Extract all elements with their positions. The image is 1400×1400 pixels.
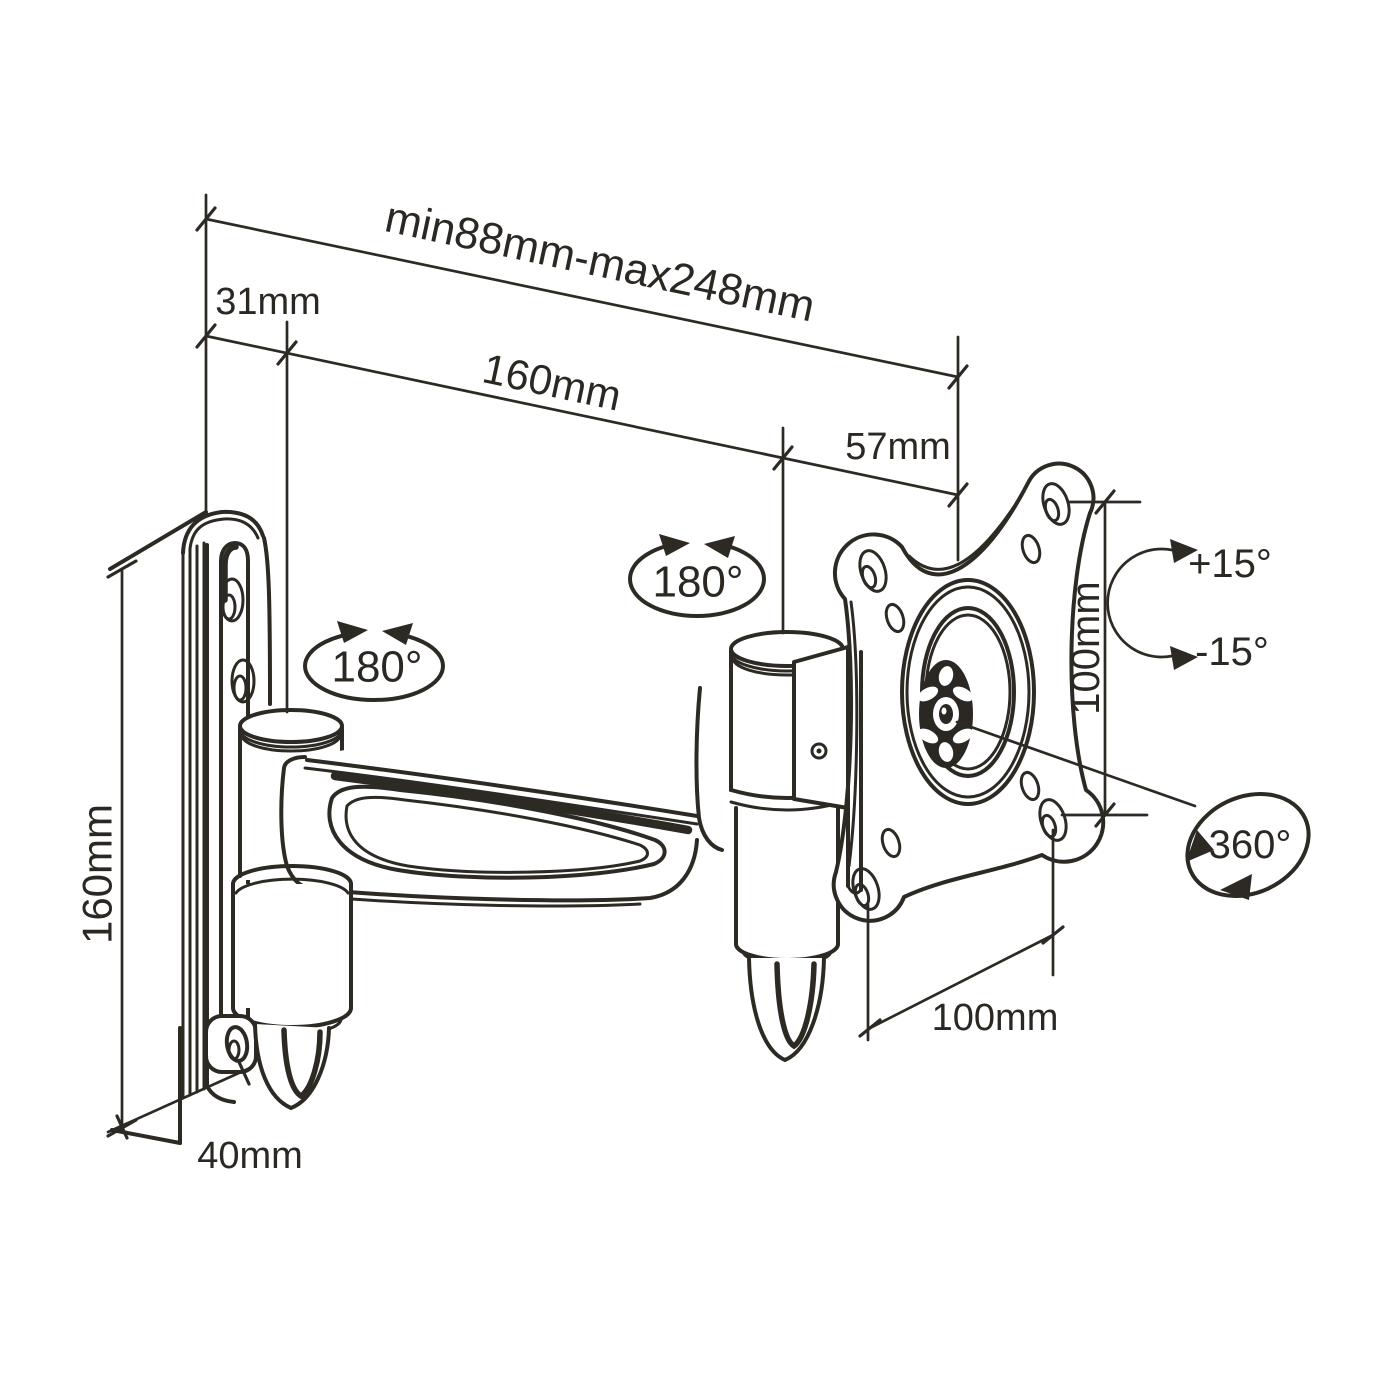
rotate-arrow-bottom-icon	[1220, 874, 1252, 900]
tilt-arrow-up-icon	[1170, 539, 1198, 563]
vesa-hole-small	[1020, 533, 1042, 565]
dim-label-vesa-horizontal: 100mm	[932, 997, 1059, 1039]
rotation-label-360: 360°	[1209, 823, 1292, 867]
vesa-hole-small	[1019, 770, 1041, 802]
tilt-label-down: -15°	[1195, 630, 1269, 674]
pivot-bottom-hook	[253, 1022, 331, 1110]
dimension-chain-31-160-57	[195, 320, 969, 714]
tilt-bracket-edges	[846, 645, 863, 895]
tilt-arc	[1106, 547, 1184, 659]
swivel-annotation-head	[628, 534, 766, 618]
tilt-annotation	[1106, 539, 1198, 670]
swivel-arrow-left-icon	[659, 534, 690, 556]
pivot-tab	[204, 1014, 258, 1074]
swivel-arrow-right-icon	[704, 536, 735, 558]
swivel-arrow-left-icon	[337, 621, 368, 643]
articulating-arm	[279, 686, 724, 908]
vesa-hole-small	[884, 602, 906, 634]
leader-line	[955, 720, 1197, 808]
dim-label-vesa-vertical: 100mm	[1064, 581, 1108, 714]
wall-plate-screw-hole	[230, 658, 256, 704]
tilt-bracket	[792, 645, 850, 810]
head-pivot-hook	[747, 956, 826, 1062]
vesa-hole	[1041, 482, 1071, 526]
wall-plate-screw-hole	[219, 577, 245, 623]
vesa-hole-small	[880, 827, 902, 859]
wall-pivot-cap	[238, 708, 344, 753]
swivel-label-wall: 180°	[331, 643, 422, 692]
rotation-annotation-360	[955, 720, 1311, 900]
dimension-vesa-horizontal	[858, 828, 1065, 1042]
tilt-label-up: +15°	[1188, 542, 1272, 586]
vesa-hole	[858, 549, 888, 593]
dimension-vesa-vertical	[1060, 489, 1149, 828]
rotation-ellipse-icon	[1185, 791, 1311, 899]
vesa-hub	[917, 660, 974, 768]
dim-label-extension-range: min88mm-max248mm	[381, 193, 819, 332]
dim-label-plate-height: 160mm	[74, 804, 121, 944]
tilt-screw	[810, 742, 828, 760]
vesa-plate	[831, 461, 1106, 923]
wall-surface	[108, 510, 208, 1145]
rotate-arrow-left-icon	[1186, 830, 1214, 862]
swivel-annotation-wall	[303, 621, 445, 702]
swivel-arrow-right-icon	[382, 623, 413, 645]
wall-pivot-hinge	[204, 708, 353, 1110]
dim-label-head-offset: 57mm	[845, 426, 951, 468]
dimension-extension-range	[195, 193, 969, 562]
tilt-arrow-down-icon	[1170, 646, 1198, 670]
swivel-label-head: 180°	[652, 558, 743, 607]
dim-label-plate-depth: 40mm	[197, 1135, 303, 1177]
dimension-plate-depth	[106, 1060, 252, 1140]
dim-label-wall-offset: 31mm	[215, 281, 321, 323]
